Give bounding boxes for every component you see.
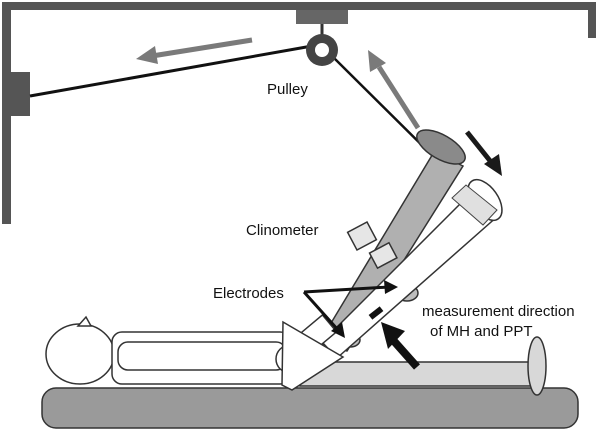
tension-arrow-left — [136, 37, 253, 64]
head — [45, 323, 115, 385]
arm — [117, 341, 287, 371]
measurement-label-line1: measurement direction — [422, 303, 575, 320]
electrodes-label: Electrodes — [213, 285, 284, 302]
left-wall-post — [2, 2, 11, 224]
bed — [41, 387, 579, 429]
measurement-label-line2: of MH and PPT — [430, 323, 533, 340]
measurement-direction-arrow — [381, 322, 420, 370]
ceiling-beam — [2, 2, 596, 10]
pressure-marker — [368, 306, 384, 320]
pulley-label: Pulley — [267, 81, 308, 98]
clinometer-label: Clinometer — [246, 222, 319, 239]
pulley-mount — [296, 10, 348, 24]
measurement-direction-label: measurement direction of MH and PPT — [422, 303, 575, 341]
movement-arrow-down — [465, 130, 502, 176]
cord-to-wall — [29, 44, 313, 98]
wall-anchor — [11, 72, 30, 116]
raised-leg-white — [320, 178, 503, 360]
right-wall-post — [588, 2, 596, 38]
tension-arrow-up — [368, 50, 421, 130]
pelvis — [281, 320, 345, 391]
nose — [76, 315, 93, 327]
clinometer-block — [346, 220, 378, 252]
pulley-hub — [315, 43, 329, 57]
electrodes-pointer — [302, 280, 398, 338]
clinometer-block-2 — [368, 241, 398, 270]
